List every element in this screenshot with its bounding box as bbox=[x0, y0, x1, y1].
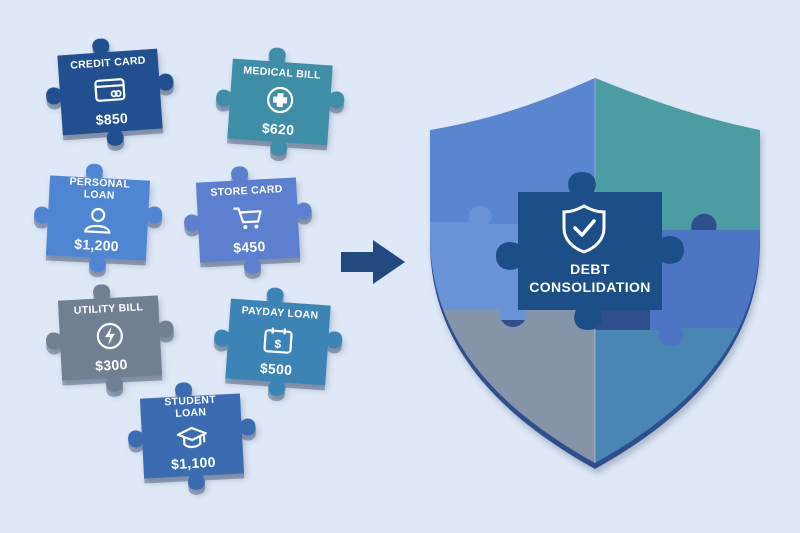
piece-amount: $850 bbox=[95, 110, 128, 128]
credit-card-icon bbox=[94, 78, 126, 102]
piece-amount: $1,200 bbox=[74, 236, 119, 254]
piece-amount: $300 bbox=[95, 356, 128, 374]
shield-segment-mid-left bbox=[430, 205, 540, 320]
piece-label: PERSONAL bbox=[69, 175, 131, 190]
svg-text:$: $ bbox=[274, 337, 282, 351]
debt-piece: CREDIT CARD $850 bbox=[42, 33, 178, 156]
piece-label: LOAN bbox=[175, 406, 207, 420]
debt-piece: PAYDAY LOAN $ $500 bbox=[210, 283, 346, 406]
piece-amount: $620 bbox=[261, 120, 294, 138]
piece-label: UTILITY BILL bbox=[74, 301, 144, 317]
lightning-icon bbox=[96, 322, 123, 350]
debt-piece: STORE CARD $450 bbox=[181, 162, 316, 283]
piece-amount: $500 bbox=[259, 360, 292, 378]
piece-label: PAYDAY LOAN bbox=[241, 304, 318, 321]
piece-label: MEDICAL BILL bbox=[243, 64, 321, 81]
piece-label: CREDIT CARD bbox=[70, 54, 146, 71]
consolidation-shield: DEBT CONSOLIDATION bbox=[430, 78, 760, 469]
debt-piece: MEDICAL BILL $620 bbox=[212, 43, 348, 166]
shield-segment-bottom-left bbox=[430, 306, 595, 463]
right-arrow-icon bbox=[341, 240, 405, 284]
graduation-cap-icon bbox=[176, 426, 207, 449]
person-icon bbox=[84, 207, 111, 234]
shield-title-line-1: DEBT bbox=[570, 261, 610, 277]
piece-label: LOAN bbox=[83, 188, 115, 202]
calendar-dollar-icon: $ bbox=[263, 327, 293, 354]
shield-title-line-2: CONSOLIDATION bbox=[529, 279, 651, 295]
piece-amount: $1,100 bbox=[171, 454, 216, 472]
medical-cross-icon bbox=[267, 86, 294, 114]
shopping-cart-icon bbox=[233, 207, 262, 230]
piece-amount: $450 bbox=[233, 238, 266, 256]
piece-label: STORE CARD bbox=[210, 183, 283, 199]
shield-check-icon bbox=[562, 204, 606, 254]
piece-label: STUDENT bbox=[164, 394, 217, 409]
debt-piece: UTILITY BILL $300 bbox=[43, 280, 178, 401]
